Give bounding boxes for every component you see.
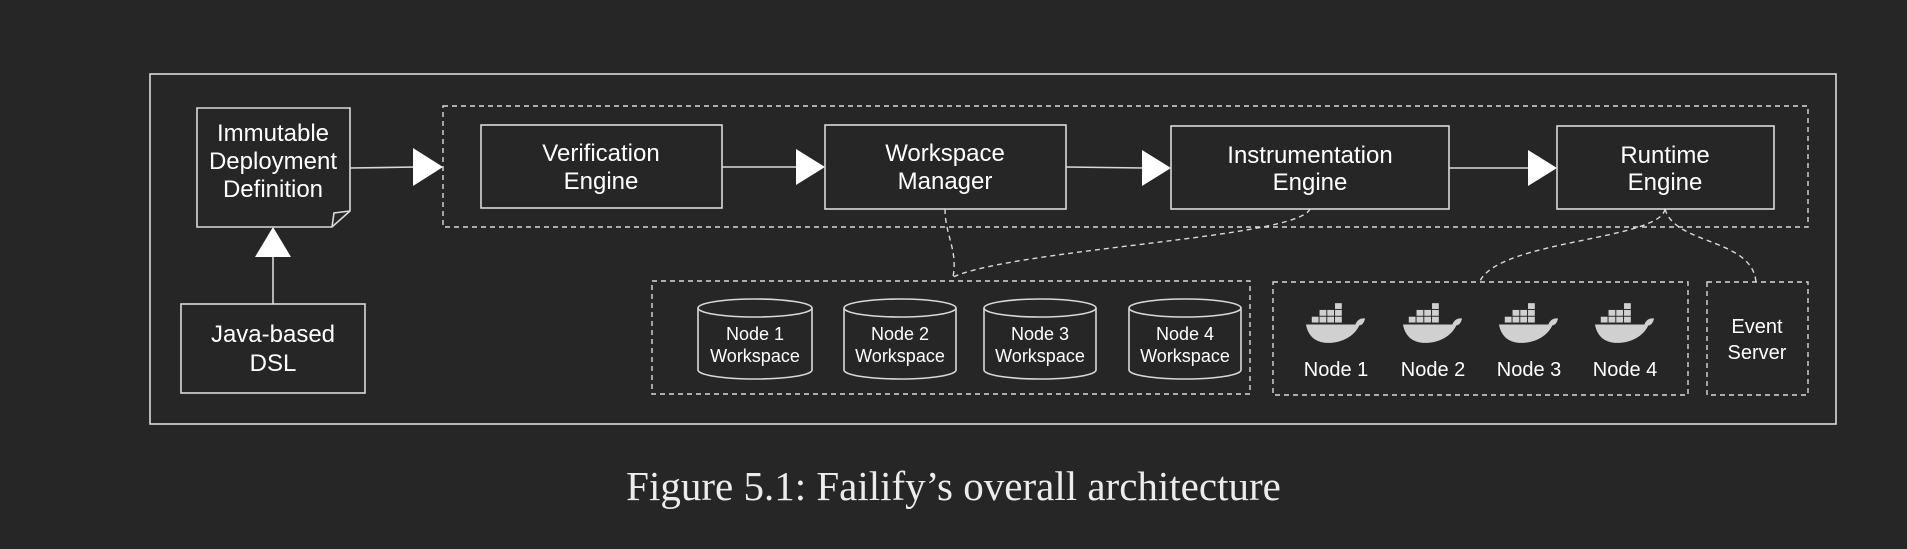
node-container: Node 4 xyxy=(1593,303,1658,381)
workspace-2-line2: Workspace xyxy=(855,346,945,366)
workspace-4-line1: Node 4 xyxy=(1156,324,1214,344)
node-container: Node 1 xyxy=(1304,303,1369,381)
runtime-to-event-server-connector xyxy=(1664,208,1757,283)
instrumentation-engine-line1: Instrumentation xyxy=(1227,142,1392,169)
definition-to-engines-arrow-line xyxy=(349,166,417,169)
event-server-box xyxy=(1706,281,1809,396)
workspace-manager-connector xyxy=(944,208,955,278)
deployment-definition-document: Immutable Deployment Definition xyxy=(196,107,351,228)
node-4-label: Node 4 xyxy=(1593,359,1658,381)
docker-whale-icon xyxy=(1305,303,1366,343)
verification-engine-line1: Verification xyxy=(542,140,659,167)
node-2-label: Node 2 xyxy=(1401,359,1466,381)
instrumentation-to-runtime-arrowhead xyxy=(1528,150,1557,186)
java-dsl-box: Java-based DSL xyxy=(180,303,366,394)
dsl-to-definition-arrowhead xyxy=(255,227,291,257)
runtime-engine-box: Runtime Engine xyxy=(1556,125,1775,210)
workspaces-group xyxy=(651,280,1251,395)
workspace-to-instrumentation-arrowhead xyxy=(1142,150,1171,186)
outer-frame xyxy=(149,73,1837,425)
verification-engine-line2: Engine xyxy=(564,168,639,195)
workspace-3-line2: Workspace xyxy=(995,346,1085,366)
node-3-label: Node 3 xyxy=(1497,359,1562,381)
workspace-1-line2: Workspace xyxy=(710,346,800,366)
instrumentation-engine-box: Instrumentation Engine xyxy=(1170,125,1450,210)
workspace-manager-box: Workspace Manager xyxy=(824,124,1067,210)
runtime-engine-line2: Engine xyxy=(1628,169,1703,196)
workspace-manager-line2: Manager xyxy=(898,168,993,195)
workspace-cylinder: Node 3 Workspace xyxy=(983,298,1097,380)
workspace-cylinder: Node 4 Workspace xyxy=(1128,298,1242,380)
runtime-engine-line1: Runtime xyxy=(1620,142,1709,169)
workspace-4-line2: Workspace xyxy=(1140,346,1230,366)
docker-whale-icon xyxy=(1402,303,1463,343)
event-server-line1: Event xyxy=(1731,316,1783,338)
engines-group xyxy=(442,105,1809,228)
figure-caption: Figure 5.1: Failify’s overall architectu… xyxy=(626,463,1281,509)
workspace-cylinder: Node 2 Workspace xyxy=(843,298,957,380)
node-container: Node 3 xyxy=(1497,303,1562,381)
verification-engine-box: Verification Engine xyxy=(480,124,723,209)
dsl-label-line1: Java-based xyxy=(211,321,335,348)
docker-whale-icon xyxy=(1594,303,1655,343)
instrumentation-connector xyxy=(952,208,1311,278)
workspace-cylinder: Node 1 Workspace xyxy=(697,298,813,380)
workspace-3-line1: Node 3 xyxy=(1011,324,1069,344)
dsl-label-line2: DSL xyxy=(250,350,297,377)
docker-whale-icon xyxy=(1498,303,1559,343)
instrumentation-engine-line2: Engine xyxy=(1273,169,1348,196)
verification-to-workspace-arrowhead xyxy=(796,149,825,185)
nodes-group xyxy=(1272,281,1689,396)
workspace-manager-line1: Workspace xyxy=(885,140,1005,167)
workspace-1-line1: Node 1 xyxy=(726,324,784,344)
event-server-line2: Server xyxy=(1728,342,1787,364)
definition-to-engines-arrowhead xyxy=(413,148,443,186)
definition-label-line1: Immutable xyxy=(217,120,329,147)
workspace-to-instrumentation-arrow-line xyxy=(1065,166,1145,169)
node-container: Node 2 xyxy=(1401,303,1466,381)
definition-label-line3: Definition xyxy=(223,176,323,203)
runtime-to-nodes-connector xyxy=(1479,208,1666,282)
node-1-label: Node 1 xyxy=(1304,359,1369,381)
definition-label-line2: Deployment xyxy=(209,148,337,175)
workspace-2-line1: Node 2 xyxy=(871,324,929,344)
